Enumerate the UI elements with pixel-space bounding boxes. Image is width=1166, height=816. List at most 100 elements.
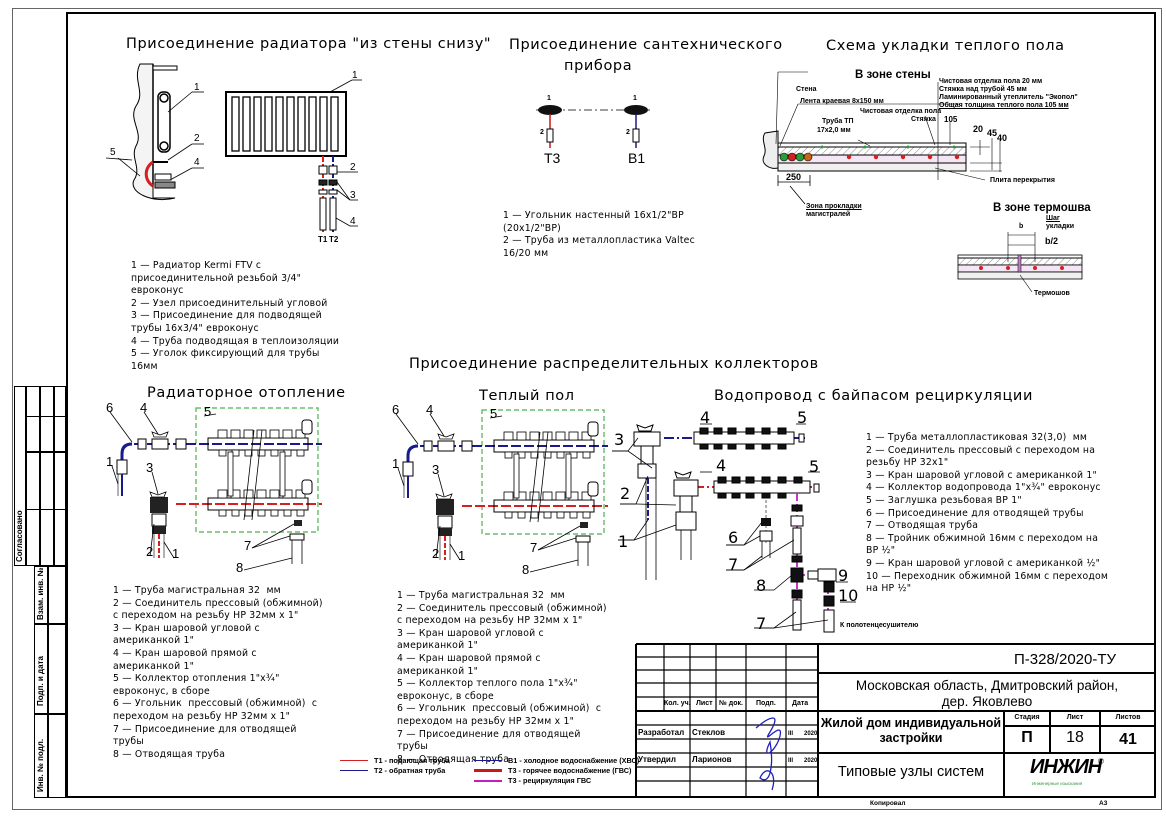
layer-finish: Чистовая отделка пола 20 мм: [939, 78, 1043, 85]
fixture-section-title-1: Присоединение сантехнического: [509, 37, 783, 53]
air-vent: [301, 419, 313, 435]
legend-line-swatch: [340, 770, 368, 771]
location: Московская область, Дмитровский район, д…: [818, 678, 1156, 710]
manifold-outlet: [270, 449, 279, 457]
callout-number: 2: [146, 544, 153, 559]
callout-number: 5: [490, 406, 497, 421]
label-step-2: укладки: [1046, 223, 1075, 230]
agreed-row-1: [26, 416, 66, 452]
copied-label: Копировал: [870, 800, 906, 807]
label-pipe-size: 17х2,0 мм: [817, 127, 851, 134]
label-b1: В1: [628, 150, 646, 166]
sign-date-label-cell: [34, 624, 48, 714]
radiator-notes: 1 — Радиатор Kermi FTV с присоединительн…: [131, 260, 340, 372]
callout-4: 4: [194, 157, 200, 168]
sheet-title: Типовые узлы систем: [837, 764, 985, 780]
floor-slab: [154, 181, 176, 189]
legend-line-swatch: [474, 779, 502, 782]
outlet-nut: [575, 535, 591, 543]
manifold-cap: [516, 431, 527, 441]
water-callout-4a: 4: [700, 408, 711, 427]
object-line-2: застройки: [879, 731, 943, 745]
agreed-cell: [14, 386, 26, 566]
cold-manifold: [693, 427, 805, 450]
manifold-outlet: [231, 509, 240, 517]
butterfly-handle: [151, 431, 169, 438]
label-screed: Стяжка: [911, 116, 936, 123]
manifold-cap: [230, 429, 241, 439]
callout-number: 1: [106, 454, 113, 469]
sheet-inner-frame: [66, 12, 1156, 798]
supply-bend-pipe: [144, 160, 154, 188]
callout-leader: [149, 523, 155, 557]
radiator-section-title: Присоединение радиатора "из стены снизу": [126, 36, 492, 52]
water-callout-lines: [612, 423, 856, 629]
legend-item: В1 - холодное водоснабжение (ХВС): [474, 756, 639, 765]
manifold-outlet: [257, 509, 266, 517]
fixture-section-title-2: прибора: [564, 58, 633, 74]
butterfly-handle: [435, 493, 453, 500]
sheet-label: Лист: [1066, 714, 1084, 721]
dim-105: 105: [944, 115, 958, 124]
callout-1-front: 1: [352, 70, 358, 81]
pipe-label-t1: Т1: [318, 235, 328, 244]
callout-leader: [397, 467, 405, 487]
radiator-front-view: [225, 91, 347, 157]
water-callout-4b: 4: [716, 456, 727, 475]
floor-manifold-title: Теплый пол: [479, 388, 575, 404]
butterfly-handle: [437, 433, 455, 440]
water-callout-6: 6: [728, 528, 739, 547]
mesh-marks: [820, 145, 956, 149]
press-connector-ring: [152, 526, 166, 534]
legend-item: Т1 - подающая труба: [340, 756, 450, 765]
dim-20: 20: [973, 124, 984, 134]
callout-number: 4: [140, 400, 147, 415]
callout-leader: [111, 465, 119, 485]
signature: [755, 717, 782, 791]
inv-orig-value: [48, 714, 66, 798]
name-developed: Стеклов: [692, 728, 726, 737]
manifold-outlet: [569, 511, 578, 519]
manifolds-section-title: Присоединение распределительных коллекто…: [409, 356, 819, 372]
callout-number: 6: [392, 402, 399, 417]
logo-tagline: Инженерные изыскания: [1032, 781, 1083, 786]
manifold-outlet: [517, 511, 526, 519]
water-callout-8: 8: [756, 576, 767, 595]
format-label: А3: [1099, 800, 1108, 807]
header-sign: Подп.: [756, 700, 776, 707]
callout-1: 1: [194, 82, 200, 93]
manifold-outlet: [504, 511, 513, 519]
manifold-cap: [256, 489, 267, 499]
date-developed-a: III: [788, 731, 794, 737]
union-nut: [175, 438, 187, 450]
layer-insulation: Ламинированный утеплитель "Экопол": [939, 94, 1078, 101]
layer-screed: Стяжка над трубой 45 мм: [939, 86, 1027, 93]
flowmeter: [513, 453, 520, 499]
radiator-side-view: [157, 91, 171, 153]
callout-4-front: 4: [350, 216, 356, 227]
stage-label: Стадия: [1014, 714, 1040, 721]
manifold-outlet: [283, 509, 292, 517]
union-nut: [461, 440, 473, 452]
joint-zone-subtitle: В зоне термошва: [993, 202, 1091, 214]
manifold-outlet: [530, 451, 539, 459]
callout-number: 2: [432, 546, 439, 561]
label-slab: Плита перекрытия: [990, 177, 1055, 184]
label-edge-tape: Лента краевая 8х150 мм: [800, 98, 884, 105]
callout-leader: [489, 415, 503, 419]
sheet-number: 18: [1066, 729, 1084, 746]
press-connector-ring: [438, 528, 452, 536]
inv-replace-label-cell: [34, 566, 48, 624]
label-b-half: b/2: [1045, 236, 1059, 246]
callout-leader: [449, 543, 461, 561]
manifold-outlet: [296, 449, 305, 457]
manifold-cap: [542, 491, 553, 501]
radiator-sections: [231, 96, 339, 152]
to-towel-dryer-label: К полотенцесушителю: [840, 622, 919, 629]
company-logo: ИНЖИН: [1030, 756, 1102, 778]
date-approved-a: III: [788, 758, 794, 764]
